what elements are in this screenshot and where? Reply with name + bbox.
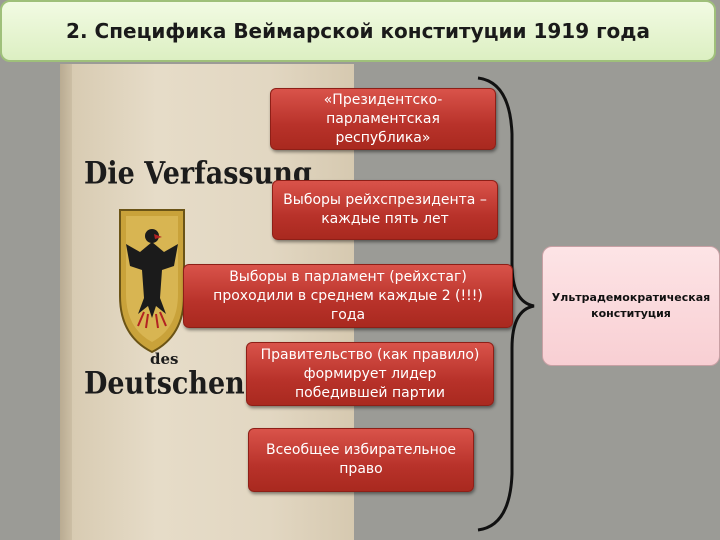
slide-title: 2. Специфика Веймарской конституции 1919… — [66, 19, 650, 43]
feature-box-2: Выборы рейхспрезидента – каждые пять лет — [272, 180, 498, 240]
feature-box-4: Правительство (как правило) формирует ли… — [246, 342, 494, 406]
feature-box-3: Выборы в парламент (рейхстаг) проходили … — [183, 264, 513, 328]
title-bar: 2. Специфика Веймарской конституции 1919… — [0, 0, 716, 62]
cover-title-line3: Deutschen Reichs — [84, 365, 244, 402]
curly-brace-icon — [477, 76, 535, 532]
feature-box-5: Всеобщее избирательное право — [248, 428, 474, 492]
eagle-shield-icon — [119, 209, 185, 354]
summary-box: Ультрадемократическая конституция — [542, 246, 720, 366]
feature-box-1: «Президентско-парламентская республика» — [270, 88, 496, 150]
cover-title-line2: des — [150, 350, 179, 368]
cover-spine — [60, 64, 74, 540]
